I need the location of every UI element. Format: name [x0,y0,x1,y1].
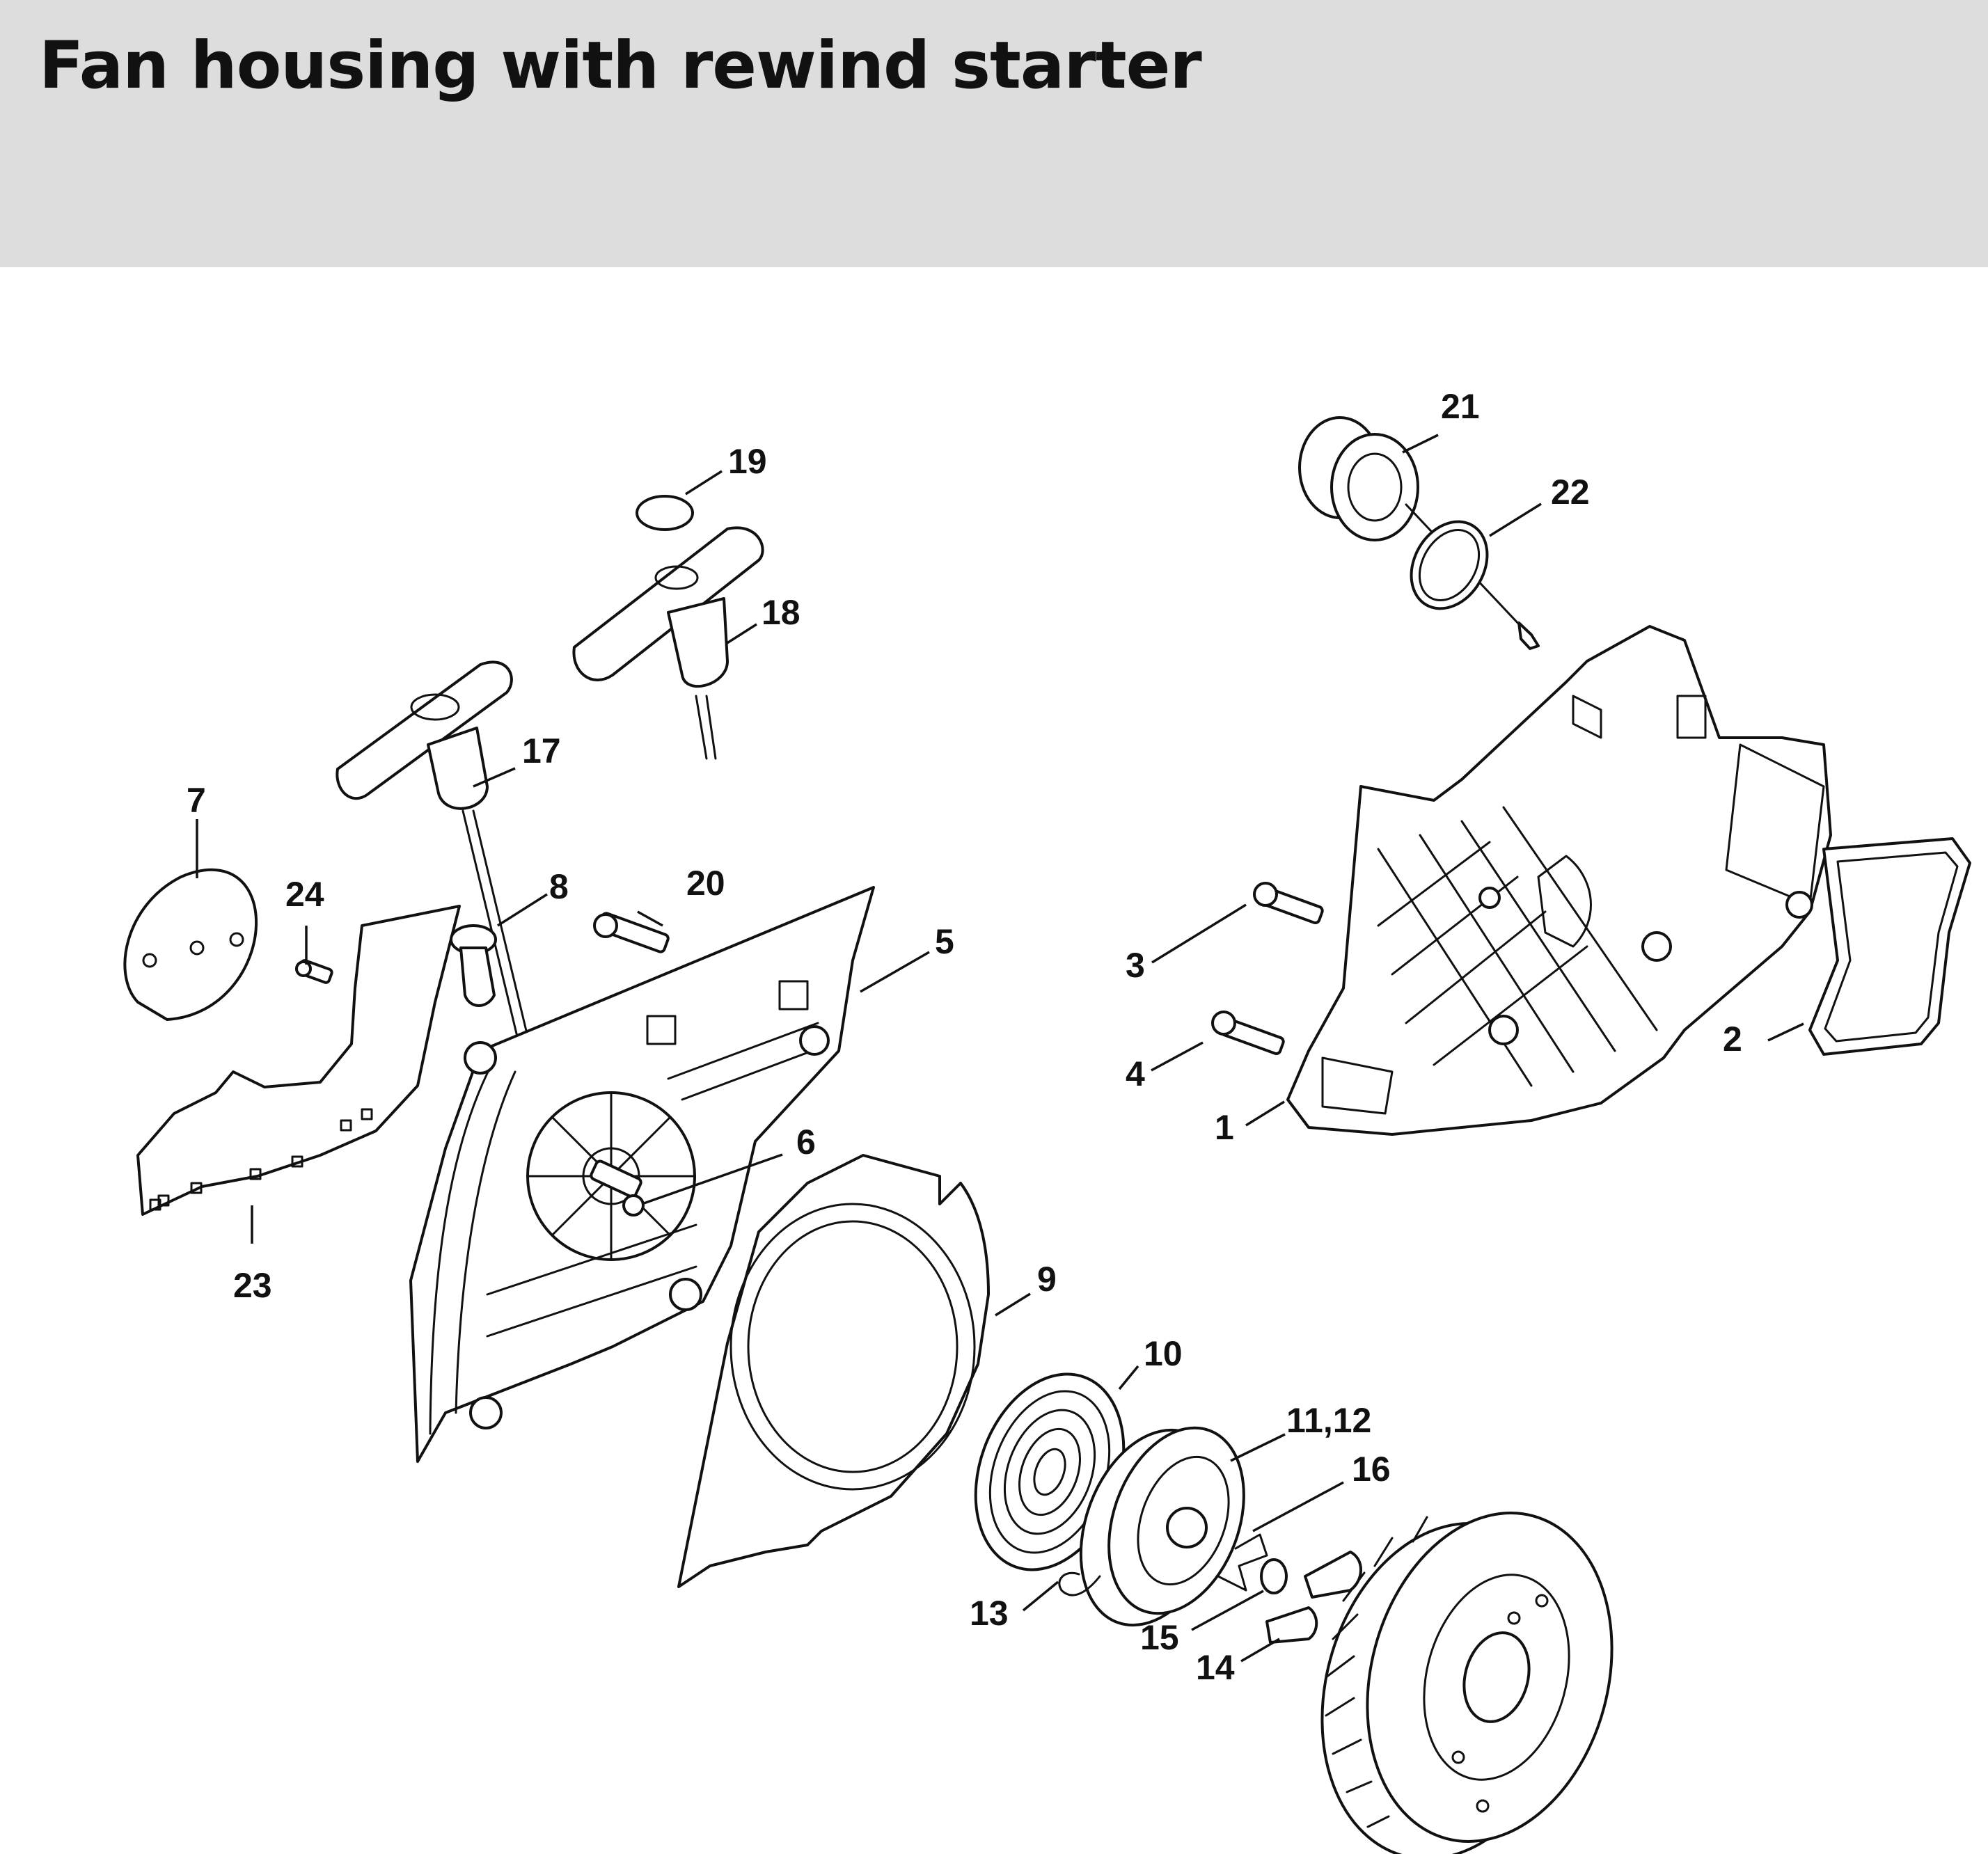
screw-20-part[interactable] [593,912,670,953]
rope-rotor-part[interactable] [1055,1409,1268,1645]
callout-labels: 1 2 3 4 5 6 7 8 9 10 11,12 13 14 15 16 1… [187,387,1742,1687]
callout-6: 6 [796,1123,816,1162]
screw-24-part[interactable] [295,959,333,984]
grip-cap-part[interactable] [636,495,694,531]
callout-2: 2 [1723,1020,1742,1059]
callout-11-12: 11,12 [1286,1401,1371,1440]
leader-lines [196,434,1804,1663]
screw-3-part[interactable] [1253,882,1324,924]
callout-23: 23 [233,1266,272,1305]
flywheel-part[interactable] [1286,1485,1648,1854]
o-ring-part[interactable] [1396,508,1503,622]
pawl-part[interactable] [1265,1551,1362,1644]
callout-13: 13 [970,1594,1009,1633]
callout-21: 21 [1441,387,1480,426]
callout-18: 18 [762,593,800,632]
callout-10: 10 [1144,1334,1183,1373]
callout-24: 24 [285,875,324,914]
callout-15: 15 [1140,1618,1179,1657]
ignition-module-part[interactable] [1298,416,1540,650]
starter-rope-part[interactable] [1058,1571,1101,1596]
callout-3: 3 [1126,946,1145,985]
header-banner: Fan housing with rewind starter [0,0,1988,267]
page-title: Fan housing with rewind starter [39,28,1202,104]
callout-14: 14 [1196,1648,1235,1687]
gasket-part[interactable] [1808,837,1971,1056]
starter-post-part[interactable] [590,1159,645,1217]
callout-4: 4 [1126,1054,1145,1093]
callout-9: 9 [1037,1260,1057,1299]
starter-grip-18-part[interactable] [572,526,764,760]
callout-5: 5 [935,922,954,961]
callout-22: 22 [1551,473,1590,512]
callout-19: 19 [728,442,767,481]
crankcase-shroud-part[interactable] [1286,625,1832,1136]
guide-plate-part[interactable] [677,1154,990,1588]
callout-16: 16 [1352,1450,1391,1489]
callout-7: 7 [187,781,206,820]
screw-4-part[interactable] [1211,1011,1285,1055]
cover-plate-part[interactable] [123,868,258,1021]
side-panel-part[interactable] [136,905,461,1216]
callout-1: 1 [1215,1108,1234,1147]
callout-17: 17 [522,731,561,770]
callout-8: 8 [549,867,569,906]
callout-20: 20 [686,864,725,903]
spring-clip-part[interactable] [1217,1533,1268,1592]
rope-guide-bushing-part[interactable] [450,924,497,1007]
washer-part[interactable] [1260,1558,1288,1594]
